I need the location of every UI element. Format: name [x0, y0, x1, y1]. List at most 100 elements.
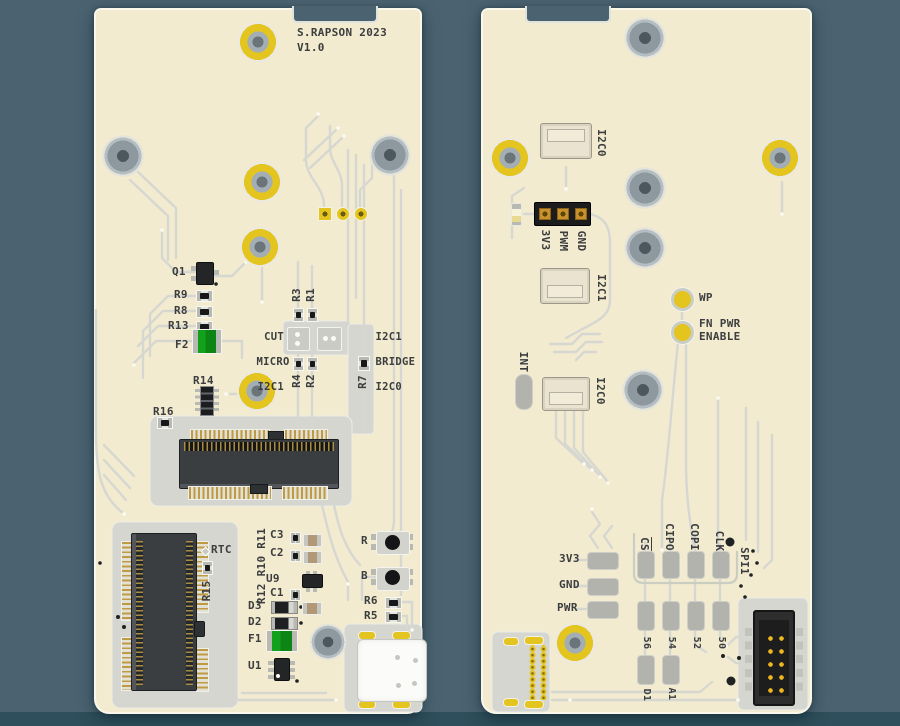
label-gnd: GND: [559, 578, 580, 591]
capacitor-c2: [303, 551, 322, 564]
label-3v3: 3V3: [559, 552, 580, 565]
jumper-line: I2C0: [375, 380, 402, 393]
pad: [408, 534, 413, 550]
ref-r6: R6: [364, 594, 378, 607]
label-fn-pwr: FN PWR: [699, 317, 741, 330]
mounting-hole: [487, 135, 533, 181]
resistor-pad: [290, 589, 301, 601]
board-title-line1: S.RAPSON 2023: [297, 26, 387, 39]
capacitor-c3: [303, 534, 322, 547]
ref-q1: Q1: [172, 265, 186, 278]
header-pin-pad: [575, 208, 587, 220]
pad-clk: [712, 551, 730, 579]
label-cs: CS: [638, 537, 651, 551]
solder-jumper-cut-micro-i2c1: [287, 327, 310, 351]
ref-f2: F2: [175, 338, 189, 351]
m2-socket-contacts-right: [186, 541, 193, 685]
pad: [306, 571, 310, 575]
wp-pad: [671, 288, 694, 311]
pad: [214, 389, 219, 413]
mounting-hole: [100, 133, 146, 179]
mounting-hole: [622, 15, 668, 61]
label-i2c1: I2C1: [595, 274, 608, 302]
mounting-hole: [237, 224, 283, 270]
fuse-f1: [266, 630, 298, 652]
led-d: [511, 203, 522, 226]
mounting-hole: [620, 367, 666, 413]
ffc-pin-holes: [525, 645, 547, 700]
usb-c-connector: [357, 639, 427, 702]
header-pin-pad: [539, 208, 551, 220]
mounting-hole: [622, 165, 668, 211]
header-pin-pad: [557, 208, 569, 220]
usb-shell-dot: [396, 683, 401, 688]
label-pin-54: 54: [666, 636, 677, 650]
pad-3v3: [587, 552, 619, 570]
pad: [268, 675, 274, 679]
ref-r1: R1: [304, 288, 317, 302]
mounting-hole: [235, 19, 281, 65]
pad: [195, 389, 200, 413]
ref-u9: U9: [266, 572, 280, 585]
label-pwr: PWR: [557, 601, 578, 614]
resistor-r1: [307, 308, 318, 322]
mounting-hole: [757, 135, 803, 181]
ref-u1: U1: [248, 659, 262, 672]
ref-r16: R16: [153, 405, 174, 418]
pad-56: [637, 601, 655, 631]
mounting-hole: [367, 132, 413, 178]
resistor-r3: [293, 308, 304, 322]
mounting-hole: [234, 368, 280, 414]
vias: [122, 112, 784, 702]
jst-slot: [549, 392, 583, 405]
diode-d3: [271, 601, 298, 614]
jumper-line: BRIDGE: [375, 355, 416, 368]
ref-r4: R4: [290, 374, 303, 388]
ref-r9: R9: [174, 288, 188, 301]
m2-socket-pins-right-lower: [196, 648, 209, 692]
diode-d2: [271, 617, 298, 630]
label-pin-d1: D1: [641, 688, 652, 702]
ref-r8: R8: [174, 304, 188, 317]
jumper-pad-dot: [295, 332, 300, 337]
jst-connector-i2c1: [540, 268, 590, 304]
floor-shadow-strip: [0, 712, 900, 726]
ref-r15: R15: [200, 580, 213, 602]
pad: [191, 276, 197, 281]
pad: [306, 588, 310, 592]
ref-r3: R3: [290, 288, 303, 302]
label-cipo: CIPO: [663, 523, 676, 551]
pad-cipo: [662, 551, 680, 579]
resistor-r2: [307, 357, 318, 371]
label-i2c0-bottom: I2C0: [594, 377, 607, 405]
jumper-line: I2C1: [257, 380, 284, 393]
pad: [213, 270, 219, 275]
int-pad: [515, 374, 533, 410]
pad: [313, 588, 317, 592]
jumper-line: I2C1: [375, 330, 402, 343]
usb-shell-dot: [413, 658, 418, 663]
jumper-pad-dot: [323, 336, 328, 341]
through-hole-pad: [354, 207, 368, 221]
fuse-f2: [192, 329, 222, 354]
label-pin-56: 56: [641, 636, 652, 650]
ref-r12-r10-r11: R12 R10 R11: [255, 527, 268, 605]
pad-pwr: [587, 601, 619, 619]
ref-c3: C3: [270, 528, 284, 541]
pad: [289, 668, 295, 672]
m2-socket-key-bump: [194, 621, 205, 637]
mounting-hole: [307, 621, 349, 663]
solder-jumper-i2c1-bridge-i2c0: [317, 327, 342, 351]
pcb-back-board: [481, 8, 812, 714]
pad-52: [687, 601, 705, 631]
idc-header-pins: [763, 630, 785, 696]
pad-50: [712, 601, 730, 631]
resistor-r4: [293, 357, 304, 371]
ref-rtc: RTC: [211, 543, 232, 556]
pad-cs: [637, 551, 655, 579]
resistor-r8: [196, 306, 213, 318]
pad: [289, 675, 295, 679]
ref-d2: D2: [248, 615, 262, 628]
resistor-r7: [358, 356, 370, 371]
